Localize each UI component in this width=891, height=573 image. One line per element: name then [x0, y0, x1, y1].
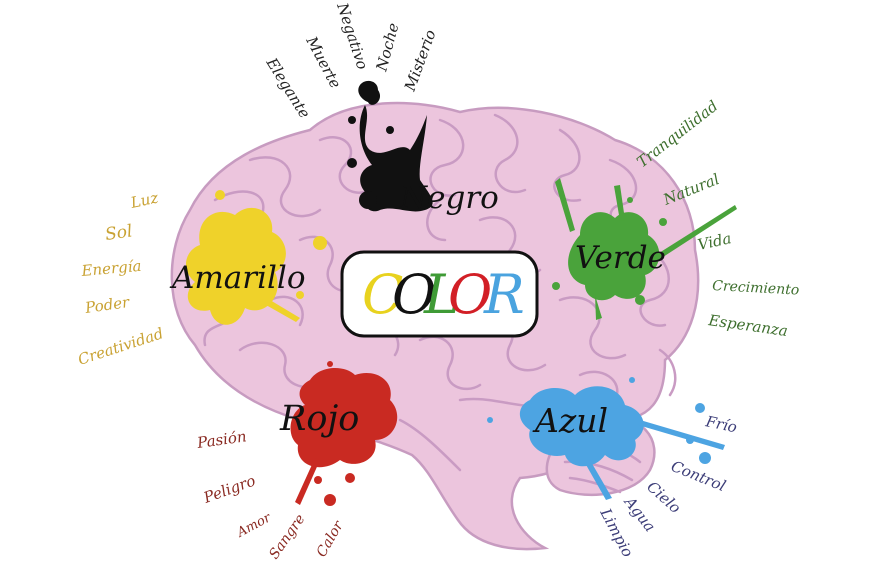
- rojo-word: Sangre: [266, 511, 308, 562]
- green-splatter: [552, 178, 737, 320]
- red-splatter: [290, 361, 398, 506]
- rojo-word: Calor: [314, 517, 348, 560]
- center-box-frame: [340, 250, 539, 338]
- amarillo-words: Luz Sol Energía Poder Creatividad: [76, 189, 166, 369]
- center-letter-l: L: [423, 263, 460, 326]
- amarillo-word: Creatividad: [76, 324, 166, 369]
- negro-word: Muerte: [302, 33, 345, 92]
- center-letter-o2: O: [448, 263, 492, 326]
- negro-label: Negro: [399, 180, 499, 216]
- center-letter-r: R: [483, 263, 525, 326]
- verde-label: Verde: [575, 240, 666, 276]
- negro-word: Noche: [372, 21, 402, 74]
- blue-splatter: [487, 377, 725, 500]
- negro-word: Misterio: [401, 27, 440, 94]
- azul-word: Frío: [703, 412, 738, 436]
- rojo-label: Rojo: [279, 399, 359, 439]
- amarillo-word: Luz: [128, 189, 160, 213]
- verde-word: Crecimiento: [712, 278, 800, 299]
- azul-word: Control: [669, 457, 729, 495]
- verde-word: Esperanza: [706, 311, 788, 340]
- black-splatter: [347, 80, 433, 212]
- rojo-word: Pasión: [195, 427, 248, 452]
- verde-word: Tranquilidad: [633, 97, 721, 171]
- azul-label: Azul: [532, 401, 608, 440]
- amarillo-word: Poder: [83, 293, 131, 317]
- center-color-box: C O L O R: [340, 250, 539, 338]
- yellow-splatter: [185, 190, 327, 325]
- amarillo-word: Energía: [80, 257, 142, 280]
- rojo-word: Amor: [234, 510, 274, 541]
- center-letter-c: C: [362, 263, 403, 326]
- negro-word: Negativo: [333, 0, 372, 72]
- rojo-word: Peligro: [200, 471, 258, 507]
- amarillo-label: Amarillo: [169, 260, 306, 296]
- negro-word: Elegante: [262, 54, 314, 122]
- verde-word: Vida: [696, 229, 733, 254]
- amarillo-word: Sol: [104, 221, 134, 245]
- center-letter-o1: O: [392, 263, 436, 326]
